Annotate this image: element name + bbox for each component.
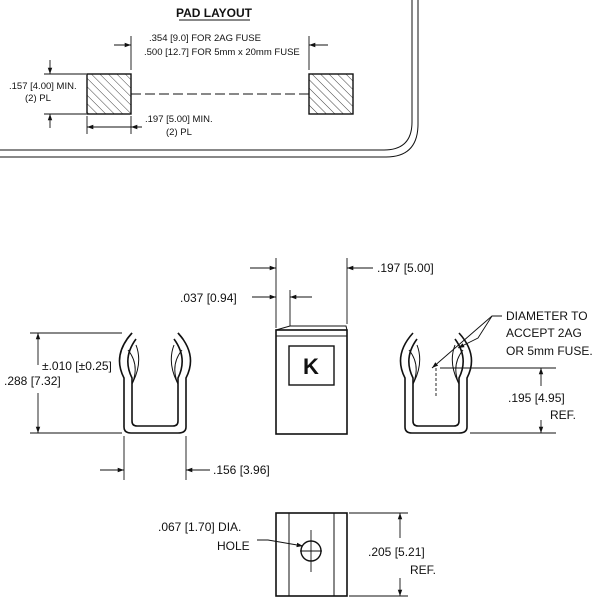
front-clip-left-loop [127,344,140,385]
side-view: K .197 [5.00] .037 [0.94] [180,258,434,435]
diameter-line1: DIAMETER TO [506,309,588,323]
side-thickness-label: .037 [0.94] [180,291,237,305]
diameter-leader-1 [431,315,502,369]
pad-right [308,73,354,115]
bottom-view: .067 [1.70] DIA. HOLE .205 [5.21] REF. [158,512,436,597]
pad-width-note: (2) PL [166,127,192,138]
right-clip-left-loop [408,344,421,385]
side-logo-box [288,345,335,386]
side-block-top-lip [275,325,348,337]
front-height-label: .288 [7.32] [4,374,61,388]
front-width-label: .156 [3.96] [213,463,270,477]
pad-spacing-2ag-label: .354 [9.0] FOR 2AG FUSE [149,33,261,44]
bottom-hole-label: HOLE [217,539,250,553]
bottom-ref-value: .205 [5.21] [368,545,425,559]
right-clip-right-loop [451,344,464,385]
front-clip-outline-outer [118,332,192,434]
right-ref-value: .195 [4.95] [508,391,565,405]
right-clip-outline-outer [399,332,473,434]
diameter-line3: OR 5mm FUSE. [506,344,593,358]
panel-border [0,0,413,151]
front-clip-inner [127,338,183,427]
pad-height-label: .157 [4.00] MIN. [9,81,77,92]
panel-border-inner [0,0,419,158]
front-view: .288 [7.32] ±.010 [±0.25] .156 [3.96] [4,332,270,480]
bottom-ref-label: REF. [410,563,436,577]
pad-left [86,73,132,115]
front-clip-right-loop [170,344,183,385]
side-logo-letter: K [303,354,319,379]
side-width-label: .197 [5.00] [377,261,434,275]
right-ref-label: REF. [550,408,576,422]
pad-height-note: (2) PL [25,93,51,104]
pad-width-label: .197 [5.00] MIN. [145,114,213,125]
diameter-line2: ACCEPT 2AG [506,326,582,340]
right-view: DIAMETER TO ACCEPT 2AG OR 5mm FUSE. .195… [399,309,593,434]
front-clip-outline-inner [126,332,184,340]
pad-layout-panel: PAD LAYOUT .354 [9.0] FOR 2AG FUSE .500 … [0,0,419,158]
pad-spacing-5x20-label: .500 [12.7] FOR 5mm x 20mm FUSE [144,47,300,58]
bottom-hole-value: .067 [1.70] DIA. [158,520,241,534]
diameter-leader-2 [457,315,493,349]
front-tolerance-label: ±.010 [±0.25] [42,359,112,373]
right-clip-inner [408,338,464,427]
bottom-hole-leader [257,539,304,548]
pad-layout-title: PAD LAYOUT [176,6,253,20]
